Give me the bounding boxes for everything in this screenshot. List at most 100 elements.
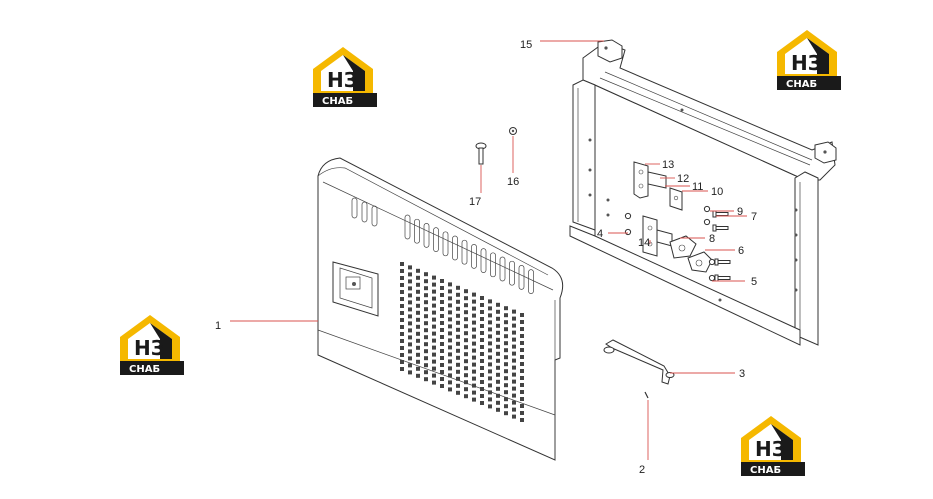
grille-hole [512, 400, 516, 405]
grille-hole [520, 320, 524, 324]
vent-slot [499, 256, 506, 282]
grille-hole [464, 310, 468, 315]
grille-hole [416, 310, 420, 315]
grille-hole [512, 337, 516, 342]
grille-hole [456, 390, 460, 395]
grille-hole [424, 272, 428, 277]
grille-hole [408, 335, 412, 340]
grille-hole [464, 380, 468, 385]
grille-hole [496, 316, 500, 321]
grille-hole [440, 286, 444, 290]
grille-hole [496, 407, 500, 412]
grille-hole [448, 345, 452, 350]
grille-hole [512, 351, 516, 356]
grille-hole [448, 296, 452, 301]
grille-hole [416, 338, 420, 343]
grille-hole [432, 275, 436, 280]
grille-hole [416, 331, 420, 336]
vent-slot [423, 223, 430, 248]
grille-hole [472, 327, 476, 332]
grille-hole [504, 348, 508, 353]
grille-hole [424, 328, 428, 333]
grille-hole [408, 342, 412, 347]
grille-hole [512, 407, 516, 412]
frame-hole [588, 193, 592, 197]
grille-hole [504, 390, 508, 395]
frame-hole [606, 198, 610, 202]
grille-hole [416, 352, 420, 357]
grille-hole [416, 282, 420, 287]
grille-hole [400, 269, 404, 273]
grille-hole [440, 328, 444, 332]
grille-hole [504, 376, 508, 381]
grille-hole [432, 289, 436, 294]
grille-hole [520, 362, 524, 366]
nut-16 [509, 127, 517, 135]
grille-hole [408, 314, 412, 319]
grille-hole [496, 309, 500, 314]
grille-hole [432, 296, 436, 301]
grille-hole [456, 341, 460, 346]
grille-hole [440, 349, 444, 353]
clamp-blocks [669, 235, 713, 273]
grille-hole [424, 300, 428, 305]
grille-hole [448, 380, 452, 385]
vent-slot [528, 269, 534, 294]
grille-hole [488, 327, 492, 332]
grille-hole [448, 310, 452, 315]
grille-hole [504, 383, 508, 388]
grille-hole [424, 370, 428, 375]
grille-hole [480, 331, 484, 335]
grille-hole [456, 355, 460, 360]
grille-hole [408, 356, 412, 361]
grille-hole [416, 366, 420, 371]
grille-hole [408, 321, 412, 326]
grille-hole [504, 334, 508, 339]
grille-hole [456, 299, 460, 304]
grille-hole [400, 290, 404, 294]
grille-hole [480, 303, 484, 307]
grille-hole [480, 310, 484, 314]
grille-hole [432, 359, 436, 364]
callout-2: 2 [639, 464, 645, 476]
grille-hole [472, 355, 476, 360]
grille-hole [416, 317, 420, 322]
grille-hole [424, 307, 428, 312]
grille-hole [488, 306, 492, 311]
vent-slots [351, 197, 534, 294]
grille-hole [400, 360, 404, 364]
grille-hole [480, 338, 484, 342]
grille-hole [408, 363, 412, 368]
callout-8: 8 [709, 233, 715, 245]
grille-hole [464, 317, 468, 322]
grille-hole [472, 348, 476, 353]
grille-hole [464, 338, 468, 343]
frame-hole [794, 258, 798, 262]
grille-hole [448, 324, 452, 329]
grille-hole [504, 320, 508, 325]
vent-slot [490, 252, 496, 278]
logo-middle-left: НЗ СНАБ [120, 315, 184, 375]
grille-hole [504, 306, 508, 311]
grille-hole [456, 285, 460, 290]
grille-hole [488, 320, 492, 325]
grille-hole [424, 314, 428, 319]
grille-hole [512, 358, 516, 363]
grille-hole [400, 283, 404, 287]
vent-slot [361, 201, 368, 223]
logo-main-text: НЗ [755, 437, 786, 461]
grille-hole [480, 366, 484, 370]
grille-hole [512, 372, 516, 377]
grille-hole [400, 318, 404, 322]
grille-hole [464, 303, 468, 308]
frame-hole [718, 298, 722, 302]
grille-hole [472, 341, 476, 346]
grille-hole [520, 348, 524, 352]
grille-hole [464, 352, 468, 357]
grille-hole [440, 363, 444, 367]
grille-hole [416, 345, 420, 350]
logo-main-text: НЗ [791, 51, 822, 75]
grille-hole [408, 279, 412, 284]
grille-hole [512, 344, 516, 349]
grille-hole [448, 387, 452, 392]
